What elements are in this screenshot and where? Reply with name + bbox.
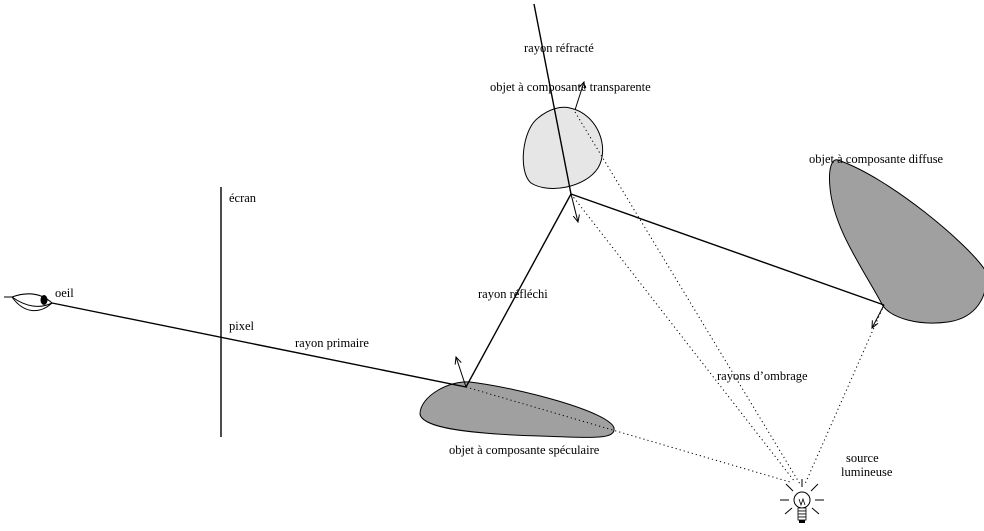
primary-ray-label: rayon primaire <box>295 336 369 350</box>
light-bulb-icon <box>780 479 824 523</box>
diffuse-normal-arrow <box>872 304 885 328</box>
specular-normal-arrow <box>456 357 467 388</box>
reflected-ray-label: rayon réfléchi <box>478 287 548 301</box>
source-label-line2: lumineuse <box>841 465 893 479</box>
shadow-ray <box>465 386 791 483</box>
diffuse-object <box>829 159 984 324</box>
refracted-ray-label: rayon réfracté <box>524 41 594 55</box>
oeil-label: oeil <box>55 286 74 300</box>
specular-object-label: objet à composante spéculaire <box>449 443 600 457</box>
eye-icon <box>4 293 53 311</box>
shadow-ray <box>570 193 796 483</box>
shadow-rays-label: rayons d’ombrage <box>717 369 808 383</box>
primary-ray <box>51 302 467 388</box>
transparent-object <box>522 106 604 189</box>
pixel-label: pixel <box>229 319 255 333</box>
ray-to-diffuse-object <box>570 193 885 306</box>
reflected-ray <box>465 193 572 388</box>
transparent-object-label: objet à composante transparente <box>490 80 651 94</box>
diffuse-object-label: objet à composante diffuse <box>809 152 944 166</box>
ecran-label: écran <box>229 191 257 205</box>
transparent-bottom-arrow <box>570 193 578 222</box>
refracted-ray <box>533 3 572 195</box>
transparent-top-arrow <box>574 82 584 111</box>
specular-object <box>419 381 615 439</box>
source-label-line1: source <box>846 451 879 465</box>
shadow-ray <box>574 111 801 485</box>
